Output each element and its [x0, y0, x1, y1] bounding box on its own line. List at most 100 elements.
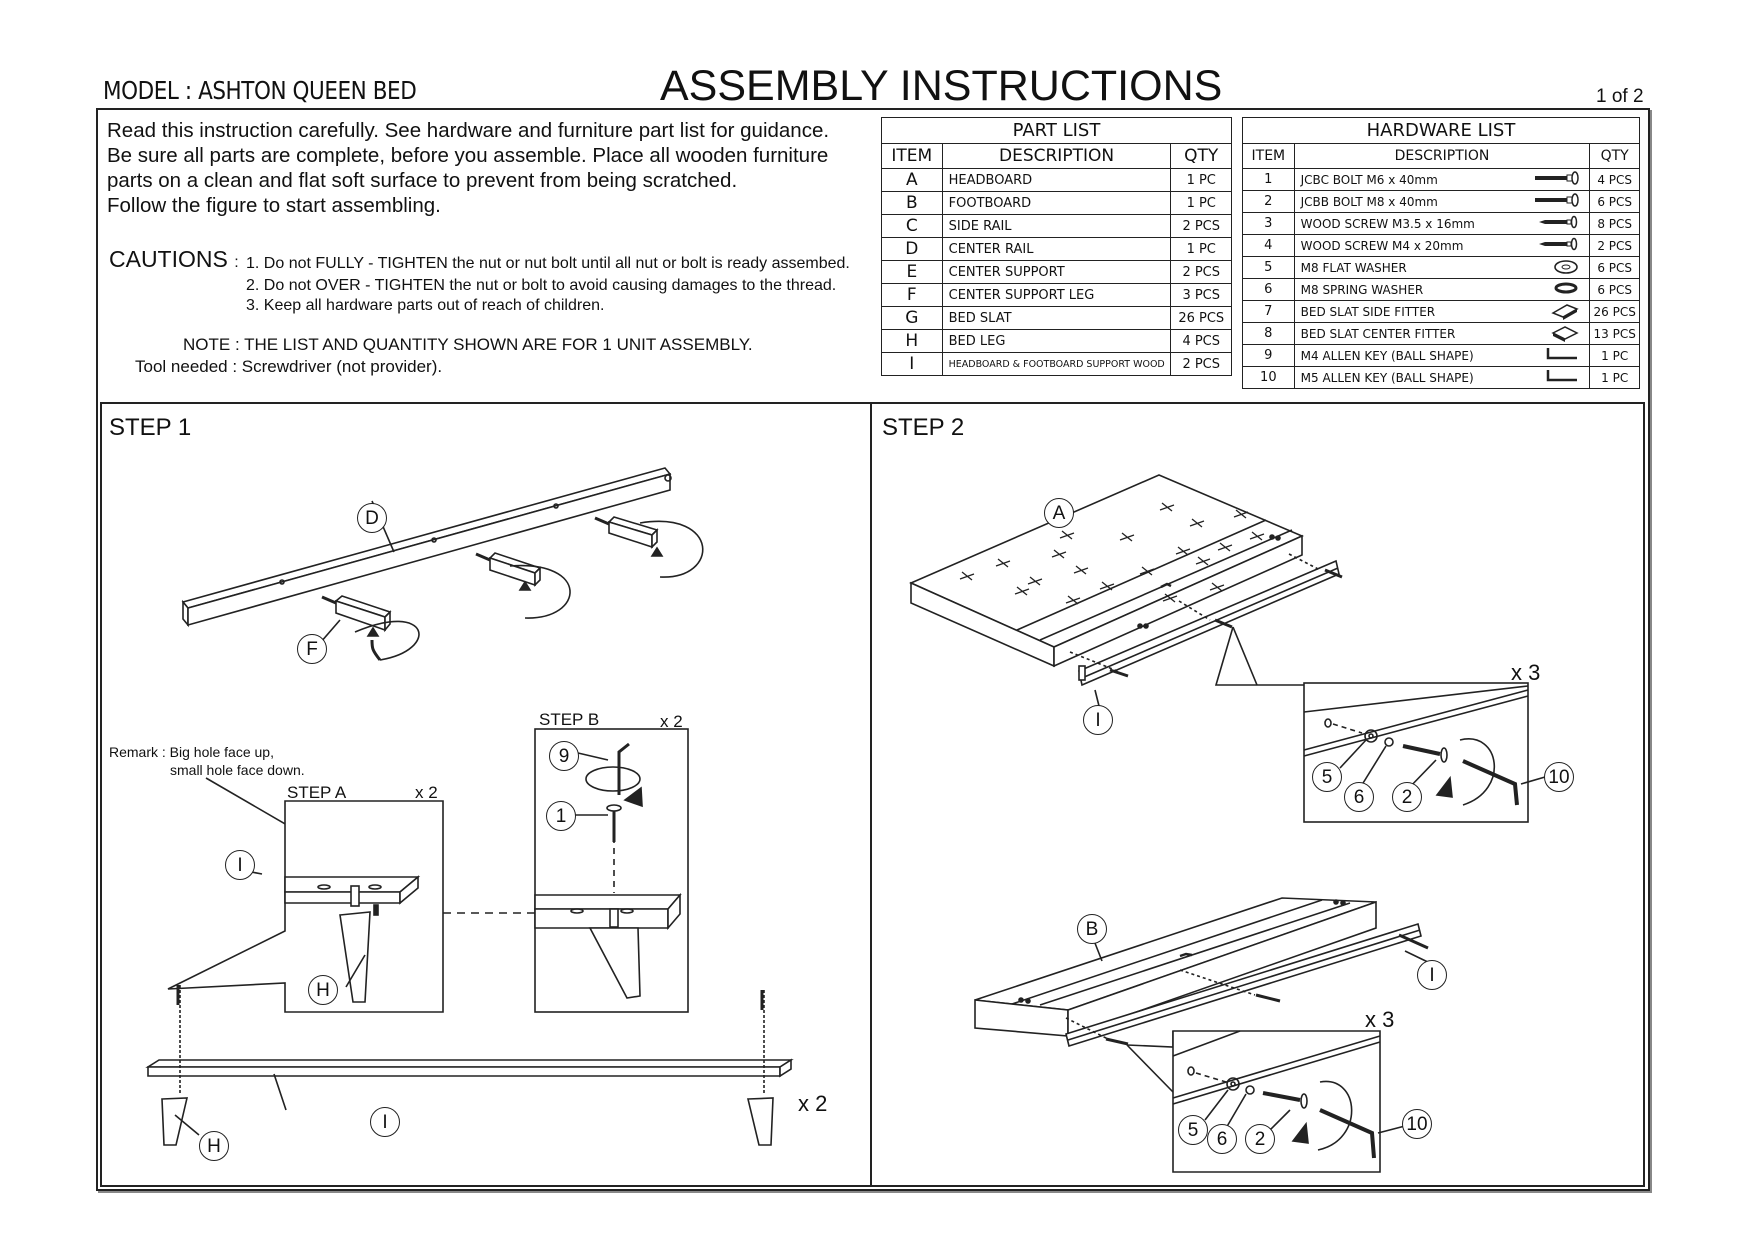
bolt-icon	[1535, 171, 1580, 189]
cautions-colon: :	[234, 254, 239, 271]
part-description: FOOTBOARD	[941, 191, 1172, 215]
hardware-qty: 6 PCS	[1589, 256, 1640, 279]
flat-washer-icon	[1553, 259, 1579, 279]
part-qty: 1 PC	[1170, 168, 1232, 192]
hardware-description: JCBC BOLT M6 x 40mm	[1300, 172, 1438, 187]
part-item: H	[881, 329, 943, 353]
callout-h: H	[308, 975, 338, 1005]
hardware-row: 10 M5 ALLEN KEY (BALL SHAPE) 1 PC	[1242, 366, 1640, 389]
hardware-item: 8	[1242, 322, 1295, 345]
hardware-list-title: HARDWARE LIST	[1242, 117, 1640, 144]
detail-top-times: x 3	[1511, 660, 1541, 685]
hardware-row: 4 WOOD SCREW M4 x 20mm 2 PCS	[1242, 234, 1640, 257]
hardware-item: 3	[1242, 212, 1295, 235]
part-item: I	[881, 352, 943, 376]
part-qty: 1 PC	[1170, 237, 1232, 261]
hardware-item: 9	[1242, 344, 1295, 367]
bolt-icon	[1535, 193, 1580, 211]
note-text: NOTE : THE LIST AND QUANTITY SHOWN ARE F…	[183, 335, 753, 354]
allen-key-icon	[1545, 347, 1579, 365]
part-qty: 2 PCS	[1170, 214, 1232, 238]
hardware-item: 5	[1242, 256, 1295, 279]
part-qty: 4 PCS	[1170, 329, 1232, 353]
screw-icon	[1535, 215, 1579, 233]
callout-6: 6	[1207, 1124, 1237, 1154]
part-description: HEADBOARD & FOOTBOARD SUPPORT WOOD	[941, 352, 1172, 376]
hardware-qty: 4 PCS	[1589, 168, 1640, 191]
callout-h: H	[199, 1131, 229, 1161]
part-item: A	[881, 168, 943, 192]
part-description: BED SLAT	[941, 306, 1172, 330]
callout-10: 10	[1544, 762, 1574, 792]
part-item: B	[881, 191, 943, 215]
screw-icon	[1535, 237, 1579, 255]
hardware-qty: 8 PCS	[1589, 212, 1640, 235]
callout-i: I	[1417, 960, 1447, 990]
hardware-qty: 13 PCS	[1589, 322, 1640, 345]
hardware-qty: 2 PCS	[1589, 234, 1640, 257]
callout-2: 2	[1245, 1124, 1275, 1154]
hardware-qty: 1 PC	[1589, 344, 1640, 367]
hardware-item: 10	[1242, 366, 1295, 389]
hardware-qty: 26 PCS	[1589, 300, 1640, 323]
step-a-times: x 2	[415, 783, 438, 802]
part-item: G	[881, 306, 943, 330]
center-fitter-icon	[1551, 325, 1580, 347]
hardware-description-cell: M5 ALLEN KEY (BALL SHAPE)	[1293, 366, 1591, 389]
callout-10: 10	[1402, 1109, 1432, 1139]
step-a-label: STEP A	[287, 783, 347, 802]
remark-line: Remark : Big hole face up,	[109, 744, 274, 760]
hardware-description-cell: BED SLAT CENTER FITTER	[1293, 322, 1591, 347]
steps-frame	[100, 402, 1645, 1187]
hardware-description-cell: M8 SPRING WASHER	[1293, 278, 1591, 301]
hardware-description-cell: WOOD SCREW M3.5 x 16mm	[1293, 212, 1591, 235]
callout-5: 5	[1178, 1115, 1208, 1145]
column-header: QTY	[1170, 143, 1232, 169]
caution-item: 2. Do not OVER - TIGHTEN the nut or bolt…	[246, 277, 837, 294]
hardware-qty: 6 PCS	[1589, 278, 1640, 301]
hardware-description-cell: BED SLAT SIDE FITTER	[1293, 300, 1591, 323]
hardware-description: M8 FLAT WASHER	[1300, 260, 1407, 275]
intro-text: Read this instruction carefully. See har…	[107, 118, 877, 218]
page-title: ASSEMBLY INSTRUCTIONS	[660, 62, 1223, 110]
column-header: ITEM	[1242, 143, 1295, 169]
callout-d: D	[357, 503, 387, 533]
callout-i: I	[1083, 705, 1113, 735]
intro-line: Follow the figure to start assembling.	[107, 194, 441, 217]
column-header: DESCRIPTION	[941, 143, 1172, 169]
part-description: CENTER SUPPORT LEG	[941, 283, 1172, 307]
part-item: C	[881, 214, 943, 238]
hardware-description: M5 ALLEN KEY (BALL SHAPE)	[1300, 370, 1474, 385]
hardware-row: 1 JCBC BOLT M6 x 40mm 4 PCS	[1242, 168, 1640, 191]
callout-9: 9	[549, 741, 579, 771]
callout-2: 2	[1392, 782, 1422, 812]
spring-washer-icon	[1553, 281, 1579, 299]
callout-f: F	[297, 634, 327, 664]
hardware-qty: 1 PC	[1589, 366, 1640, 389]
page-frame	[96, 108, 1650, 1191]
tool-needed: Tool needed : Screwdriver (not provider)…	[135, 357, 443, 376]
step-1-label: STEP 1	[109, 414, 192, 441]
hardware-description: WOOD SCREW M4 x 20mm	[1300, 238, 1464, 253]
allen-key-icon	[1545, 369, 1579, 387]
model-name: MODEL : ASHTON QUEEN BED	[103, 76, 417, 105]
hardware-item: 1	[1242, 168, 1295, 191]
part-qty: 2 PCS	[1170, 352, 1232, 376]
step-2-label: STEP 2	[882, 414, 965, 441]
hardware-item: 4	[1242, 234, 1295, 257]
part-description: CENTER SUPPORT	[941, 260, 1172, 284]
part-description: HEADBOARD	[941, 168, 1172, 192]
hardware-description: JCBB BOLT M8 x 40mm	[1300, 194, 1438, 209]
column-header: ITEM	[881, 143, 943, 169]
hardware-description: BED SLAT SIDE FITTER	[1300, 304, 1436, 319]
column-header: DESCRIPTION	[1293, 143, 1591, 169]
